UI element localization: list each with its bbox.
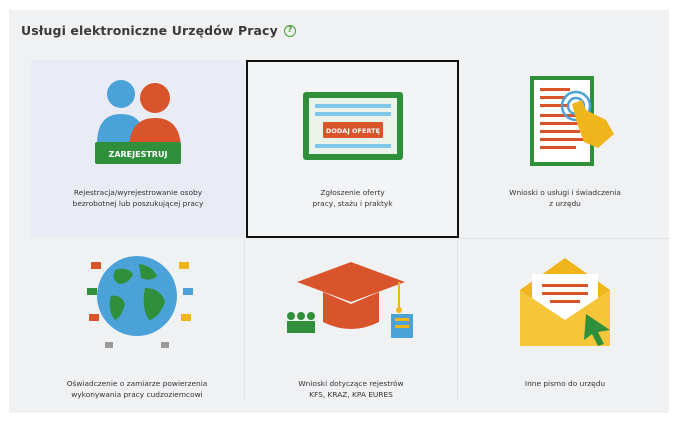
job-offer-monitor-icon: DODAJ OFERTĘ <box>248 90 457 166</box>
add-offer-button-text: DODAJ OFERTĘ <box>325 127 379 135</box>
tile-registration[interactable]: ZAREJESTRUJ Rejestracja/wyrejestrowanie … <box>31 60 245 238</box>
envelope-letter-icon <box>459 254 671 350</box>
tile-label: Inne pismo do urzędu <box>465 378 665 389</box>
tile-label-line: pracy, stażu i praktyk <box>312 199 393 208</box>
tile-label: Wnioski o usługi i świadczenia z urzędu <box>465 187 665 209</box>
tile-label-line: KFS, KRAZ, KPA EURES <box>309 390 393 399</box>
tile-applications[interactable]: Wnioski o usługi i świadczenia z urzędu <box>459 60 671 238</box>
tile-label-line: z urzędu <box>549 199 581 208</box>
tile-label: Zgłoszenie oferty pracy, stażu i praktyk <box>254 187 451 209</box>
register-button-text: ZAREJESTRUJ <box>109 150 168 159</box>
tile-other-letter[interactable]: Inne pismo do urzędu <box>459 242 671 415</box>
tile-label-line: Oświadczenie o zamiarze powierzenia <box>66 379 208 388</box>
panel-header: Usługi elektroniczne Urzędów Pracy ? <box>21 23 296 38</box>
tile-label-line: Zgłoszenie oferty <box>320 188 385 197</box>
tile-label: Wnioski dotyczące rejestrów KFS, KRAZ, K… <box>251 378 451 400</box>
tile-label-line: bezrobotnej lub poszukującej pracy <box>72 199 204 208</box>
panel-title: Usługi elektroniczne Urzędów Pracy <box>21 23 278 38</box>
help-icon[interactable]: ? <box>283 24 296 37</box>
tile-label-line: Inne pismo do urzędu <box>524 379 606 388</box>
globe-flags-icon <box>31 248 243 352</box>
tile-job-offer[interactable]: DODAJ OFERTĘ Zgłoszenie oferty pracy, st… <box>246 60 459 238</box>
divider <box>457 240 458 400</box>
tile-label: Rejestracja/wyrejestrowanie osoby bezrob… <box>37 187 239 209</box>
tile-label-line: Rejestracja/wyrejestrowanie osoby <box>73 188 203 197</box>
document-touch-icon <box>459 70 671 174</box>
tile-foreigner-declaration[interactable]: Oświadczenie o zamiarze powierzenia wyko… <box>31 242 243 415</box>
tile-label-line: Wnioski o usługi i świadczenia <box>509 188 621 197</box>
tile-label-line: wykonywania pracy cudzoziemcowi <box>71 390 203 399</box>
services-panel: Usługi elektroniczne Urzędów Pracy ? ZAR… <box>9 10 671 415</box>
graduation-cap-icon <box>245 258 457 348</box>
divider <box>457 238 671 239</box>
divider <box>244 240 245 400</box>
tile-registers[interactable]: Wnioski dotyczące rejestrów KFS, KRAZ, K… <box>245 242 457 415</box>
tile-label: Oświadczenie o zamiarze powierzenia wyko… <box>37 378 237 400</box>
tile-label-line: Wnioski dotyczące rejestrów <box>298 379 404 388</box>
services-grid: ZAREJESTRUJ Rejestracja/wyrejestrowanie … <box>31 60 671 415</box>
people-register-icon: ZAREJESTRUJ <box>31 72 245 172</box>
